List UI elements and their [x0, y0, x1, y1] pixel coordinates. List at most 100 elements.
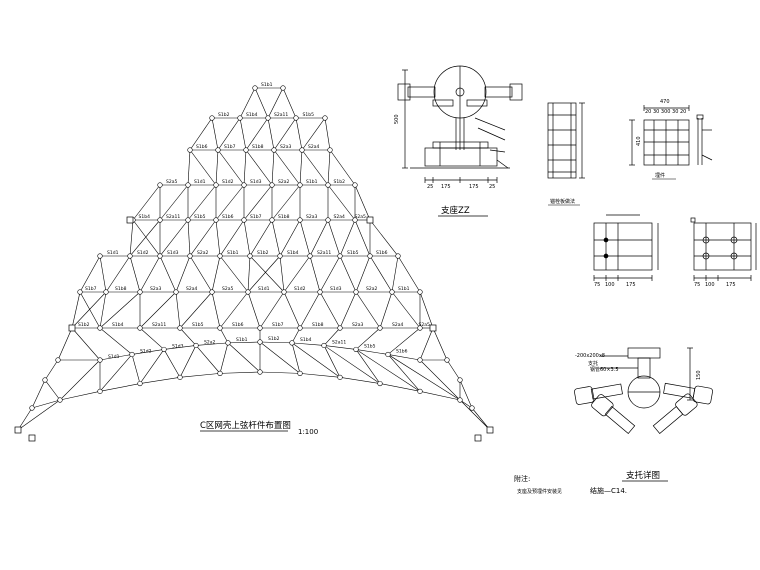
truss-member — [301, 149, 329, 186]
dim-100-left: 100 — [605, 282, 615, 288]
truss-node — [417, 325, 423, 331]
member-label: S1d3 — [330, 286, 342, 292]
member-label: S1d1 — [194, 179, 206, 185]
support-node — [126, 216, 134, 224]
truss-member — [99, 383, 141, 392]
truss-member — [354, 184, 371, 221]
member-label: S1b1 — [398, 286, 410, 292]
member-label: S1d1 — [108, 354, 120, 360]
truss-node — [297, 370, 303, 376]
truss-member — [243, 219, 251, 257]
truss-member — [139, 327, 165, 350]
truss-member — [219, 219, 245, 257]
truss-plan-scale: 1:100 — [298, 428, 318, 436]
truss-node — [225, 340, 231, 346]
member-label: S2a5 — [222, 286, 233, 292]
truss-member — [163, 345, 197, 350]
truss-node — [77, 289, 83, 295]
member-label: S1b4 — [139, 214, 151, 220]
truss-member — [309, 255, 321, 293]
member-label: S1b1 — [261, 82, 273, 88]
truss-node — [217, 325, 223, 331]
truss-member — [215, 184, 245, 221]
truss-member — [271, 219, 281, 257]
truss-node — [352, 217, 358, 223]
truss-node — [297, 325, 303, 331]
member-label: S1b7 — [85, 286, 97, 292]
truss-member — [259, 371, 301, 374]
truss-member — [249, 255, 285, 293]
member-label: S1d3 — [167, 250, 179, 256]
truss-node — [42, 377, 48, 383]
truss-node — [252, 85, 258, 91]
truss-node — [337, 325, 343, 331]
truss-member — [219, 291, 249, 329]
truss-node — [367, 253, 373, 259]
member-label: S1d1 — [107, 250, 119, 256]
truss-member — [129, 219, 161, 257]
truss-node — [213, 182, 219, 188]
truss-member — [219, 342, 229, 374]
truss-node — [187, 253, 193, 259]
truss-node — [129, 351, 135, 358]
truss-member — [327, 184, 356, 221]
member-label: S1b4 — [287, 250, 299, 256]
member-label: S1b8 — [252, 144, 264, 150]
truss-member — [259, 341, 301, 374]
truss-member — [131, 349, 165, 355]
truss-member — [379, 383, 421, 392]
support-node — [429, 324, 437, 332]
member-label: S1d2 — [294, 286, 306, 292]
truss-member — [245, 117, 269, 151]
truss-node — [97, 325, 103, 331]
truss-member — [459, 379, 473, 409]
truss-node — [307, 253, 313, 259]
truss-member — [189, 255, 213, 293]
truss-member — [139, 377, 181, 384]
truss-node — [293, 115, 299, 121]
member-label: S1b4 — [300, 337, 312, 343]
truss-member — [259, 341, 293, 344]
truss-node — [55, 357, 61, 363]
truss-node — [243, 147, 249, 153]
truss-member — [195, 345, 221, 374]
truss-member — [139, 349, 165, 384]
truss-member — [339, 219, 356, 257]
member-label: S1b2 — [268, 336, 280, 342]
truss-member — [249, 219, 273, 257]
embed-title: 锚栓板做法 — [550, 198, 575, 205]
truss-node — [377, 325, 383, 331]
truss-node — [299, 147, 305, 153]
truss-member — [327, 149, 331, 186]
member-label: S1d2 — [137, 250, 149, 256]
truss-node — [469, 405, 475, 411]
member-label: S2a4 — [308, 144, 319, 150]
anchor-plan-right — [690, 217, 757, 281]
truss-member — [211, 117, 219, 151]
truss-member — [291, 327, 301, 344]
truss-node — [57, 397, 63, 403]
dim-150: 150 — [696, 370, 702, 380]
note-label: 附注: — [514, 474, 530, 483]
truss-member — [99, 255, 107, 293]
dim-470: 470 — [660, 99, 670, 105]
member-label: S1b1 — [236, 337, 248, 343]
truss-member — [329, 149, 356, 186]
dim-top: 20 30 300 30 20 — [645, 109, 686, 115]
member-label: S1b1 — [227, 250, 239, 256]
truss-member — [397, 255, 421, 293]
truss-member — [271, 184, 301, 221]
truss-member — [132, 219, 161, 257]
truss-node — [457, 397, 463, 403]
member-label: S1d1 — [258, 286, 270, 292]
truss-member — [387, 354, 461, 401]
truss-node — [277, 253, 283, 259]
truss-member — [219, 327, 229, 344]
member-label: S1b1 — [306, 179, 318, 185]
anchor-plan-left — [593, 214, 659, 281]
truss-node — [325, 182, 331, 188]
truss-member — [175, 255, 191, 293]
truss-member — [44, 379, 61, 401]
truss-member — [239, 87, 256, 119]
truss-node — [395, 253, 401, 259]
